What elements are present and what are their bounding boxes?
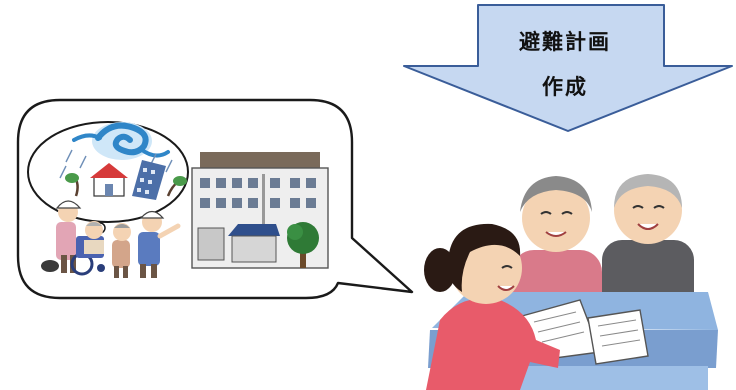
bent-tree-icon (65, 173, 187, 197)
entrance-canopy (197, 224, 280, 263)
arrow-label-line1: 避難計画 (519, 30, 611, 54)
arrow-label: 避難計画 作成 (470, 6, 660, 124)
rain-lines-icon (59, 149, 173, 179)
elderly-walker (112, 223, 131, 278)
wheelchair-icon (70, 221, 105, 276)
tree-icon (287, 222, 319, 268)
building-icon (132, 160, 166, 200)
staff-member (424, 223, 560, 390)
staff-leader (138, 210, 181, 278)
typhoon-icon (72, 122, 170, 160)
arrow-label-line2: 作成 (542, 75, 588, 99)
down-arrow-shape (403, 4, 733, 132)
house-icon (90, 163, 128, 197)
evacuating-people (41, 200, 181, 278)
facility-building (191, 152, 329, 269)
typhoon-thought-cloud (27, 121, 189, 223)
consultation-scene (424, 174, 718, 390)
